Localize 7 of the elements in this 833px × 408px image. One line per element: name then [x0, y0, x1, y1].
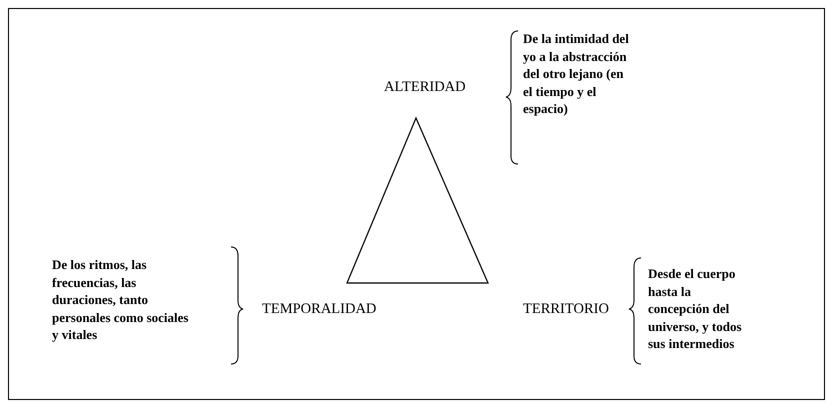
annotation-text: Desde el cuerpo hasta la concepción del universo, y todos sus intermedios — [648, 265, 743, 352]
vertex-label: TERRITORIO — [523, 301, 609, 318]
vertex-label: TEMPORALIDAD — [262, 301, 376, 318]
triangle-shape — [346, 116, 489, 284]
annotation-text: De los ritmos, las frecuencias, las duraciones, tanto personales como sociales y vitales — [52, 256, 190, 344]
annotation-text: De la intimidad del yo a la abstracción del otro lejano (en el tiempo y el espacio) — [523, 30, 630, 118]
vertex-label: ALTERIDAD — [384, 79, 466, 96]
